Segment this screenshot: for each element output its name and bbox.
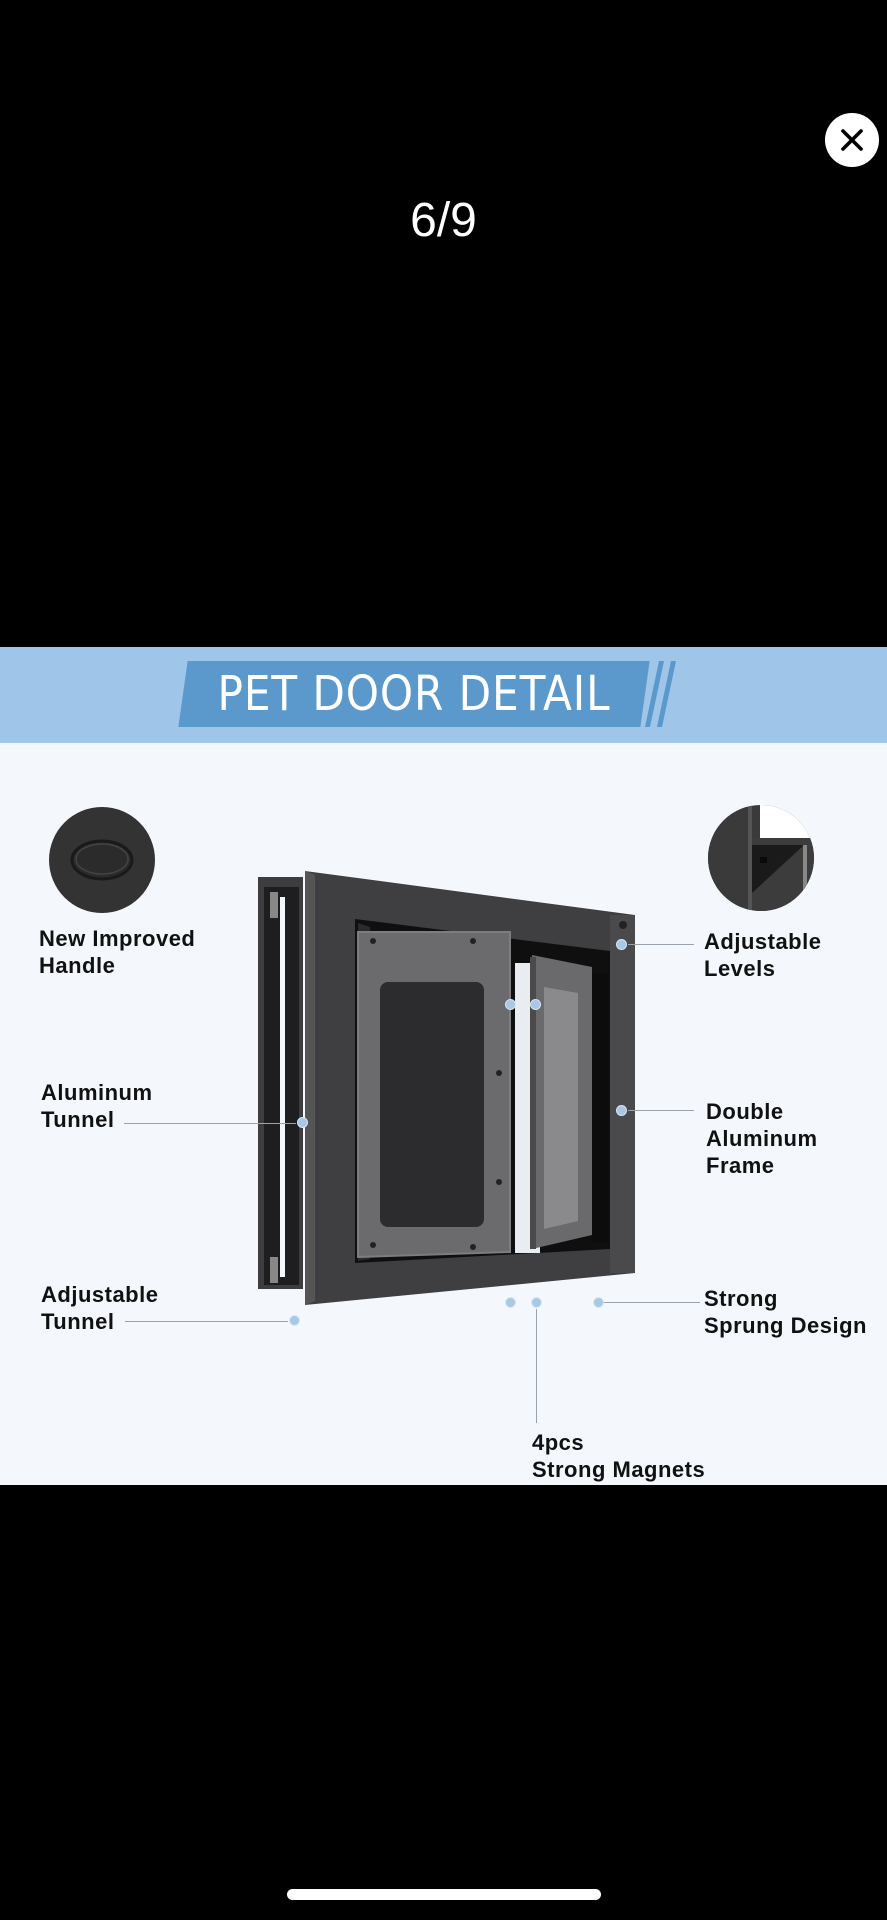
callout-dot-magnet (505, 1297, 516, 1308)
callout-dot-adjustable-tunnel (289, 1315, 300, 1326)
corner-closeup (708, 805, 814, 911)
corner-icon (708, 805, 814, 911)
close-button[interactable] (825, 113, 879, 167)
banner-title: PET DOOR DETAIL (217, 666, 611, 722)
image-counter: 6/9 (410, 194, 477, 247)
callout-dot-magnet (531, 1297, 542, 1308)
leader-line (604, 1302, 700, 1303)
label-sprung: Strong Sprung Design (704, 1286, 867, 1338)
callout-dot-frame (616, 1105, 627, 1116)
label-aluminum-tunnel: Aluminum Tunnel (41, 1080, 153, 1132)
home-indicator[interactable] (287, 1889, 601, 1900)
leader-line (536, 1309, 537, 1423)
leader-line (125, 1321, 288, 1322)
product-image[interactable]: PET DOOR DETAIL New Improved Handle Adju… (0, 647, 887, 1485)
label-adjustable-tunnel: Adjustable Tunnel (41, 1282, 159, 1334)
callout-dot-levels (616, 939, 627, 950)
label-handle: New Improved Handle (39, 926, 196, 978)
label-magnets: 4pcs Strong Magnets (532, 1430, 706, 1482)
handle-icon (70, 839, 134, 881)
leader-line (124, 1123, 296, 1124)
callout-dot-sprung (593, 1297, 604, 1308)
handle-closeup (49, 807, 155, 913)
pet-door-illustration (258, 871, 635, 1305)
leader-line (628, 1110, 694, 1111)
leader-line (628, 944, 694, 945)
close-icon (841, 129, 863, 151)
banner: PET DOOR DETAIL (0, 647, 887, 743)
callout-dot-magnet (530, 999, 541, 1010)
label-double-frame: Double Aluminum Frame (706, 1099, 818, 1178)
callout-dot-aluminum-tunnel (297, 1117, 308, 1128)
label-levels: Adjustable Levels (704, 929, 822, 981)
callout-dot-magnet (505, 999, 516, 1010)
